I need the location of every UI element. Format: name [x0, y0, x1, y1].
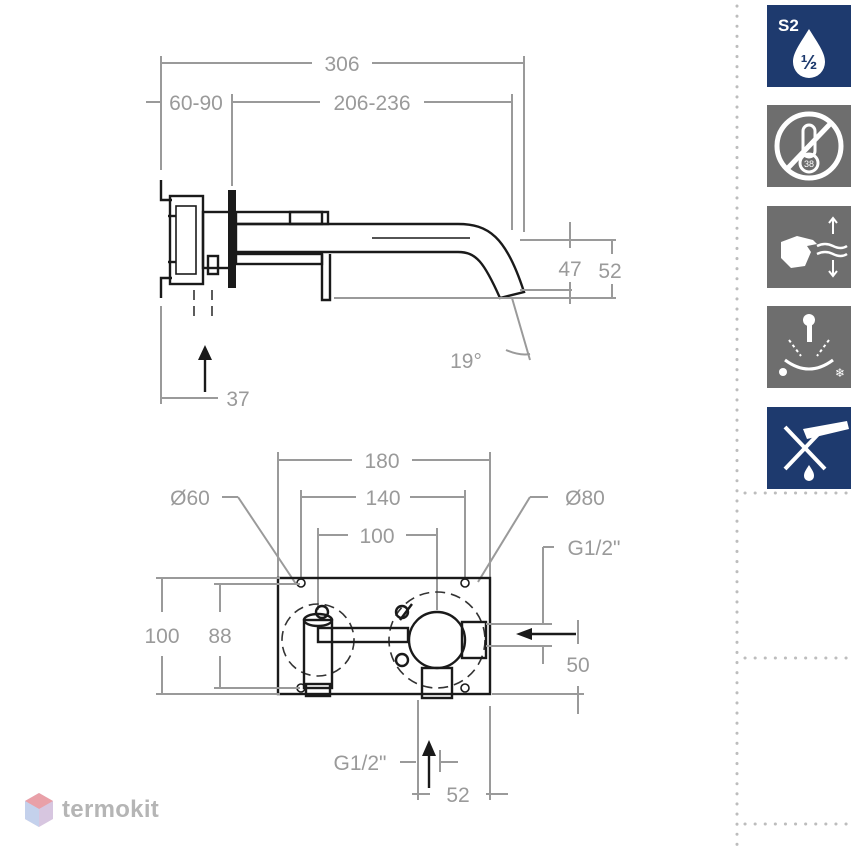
thermometer-icon: [801, 123, 817, 159]
badge-s2-half-flow: S2 ½: [767, 5, 851, 87]
badge-hand-temperature: [767, 206, 851, 288]
dim-spout-angle: 19°: [450, 350, 482, 373]
airflow-icon: [816, 242, 848, 258]
dim-hole-height: 88: [208, 625, 231, 648]
brand-name: termokit: [62, 796, 160, 823]
dim-diameter-small: Ø60: [170, 487, 210, 510]
dim-inlet-offset: 37: [226, 388, 249, 411]
dim-thread-bottom: G1/2": [334, 752, 387, 775]
sun-icon: [779, 368, 787, 376]
arrow-down-icon: [828, 260, 838, 278]
dim-overall-length: 306: [324, 53, 359, 76]
dim-diameter-large: Ø80: [565, 487, 605, 510]
panel-separators: [735, 4, 852, 854]
brand-logo-icon: [25, 793, 53, 827]
front-view: 180 140 100 Ø60 Ø80: [144, 450, 620, 807]
dim-plate-width: 180: [364, 450, 399, 473]
badge-temperature: 38: [804, 159, 814, 169]
water-drop-icon: [793, 29, 825, 78]
dim-center-distance: 100: [359, 525, 394, 548]
lever-icon: [807, 320, 812, 342]
rotation-arc-icon: [784, 358, 834, 371]
dim-hole-span: 140: [365, 487, 400, 510]
badge-no-drip-spout: [767, 407, 851, 489]
dim-spout-range: 206-236: [333, 92, 410, 115]
dim-wall-range: 60-90: [169, 92, 223, 115]
drop-icon: [804, 465, 814, 481]
snowflake-icon: ❄: [835, 366, 845, 380]
dim-spout-height-inner: 47: [558, 258, 581, 281]
hand-icon: [781, 236, 817, 268]
dim-spout-height-outer: 52: [598, 260, 621, 283]
spout-icon: [803, 421, 849, 439]
dim-bottom-offset: 52: [446, 784, 469, 807]
badge-hot-cold-mixing: ❄: [767, 306, 851, 388]
badge-label: S2: [778, 16, 799, 35]
dim-plate-height: 100: [144, 625, 179, 648]
badge-sublabel: ½: [801, 52, 818, 74]
dim-side-offset: 50: [566, 654, 589, 677]
brand-watermark: termokit: [24, 790, 159, 830]
prohibition-icon: [774, 111, 844, 181]
arrow-up-icon: [828, 216, 838, 234]
badge-no-thermostat: 38: [767, 105, 851, 187]
dim-thread-side: G1/2": [568, 537, 621, 560]
side-view: 306 60-90 206-236: [146, 53, 622, 411]
